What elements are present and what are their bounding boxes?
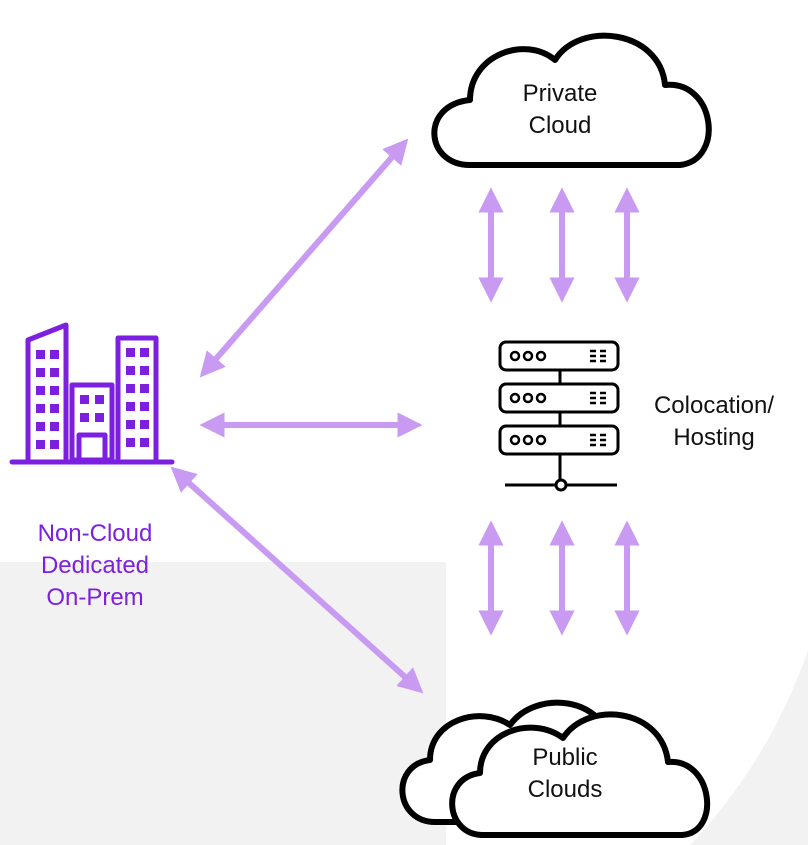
public-clouds-line2: Clouds xyxy=(527,776,603,803)
public-clouds-label: Public Clouds xyxy=(515,742,615,806)
on-prem-label: Non-Cloud Dedicated On-Prem xyxy=(20,518,170,614)
arrow-onprem-public-clouds xyxy=(170,466,424,694)
building-icon xyxy=(9,322,175,465)
background-curve xyxy=(690,650,808,845)
public-clouds-line1: Public xyxy=(532,744,598,771)
private-cloud-line1: Private xyxy=(522,80,598,107)
colocation-line1: Colocation/ xyxy=(653,392,775,419)
on-prem-line1: Non-Cloud xyxy=(37,520,153,547)
multi-cloud-icon xyxy=(399,699,711,838)
connection-arrows xyxy=(170,138,640,694)
arrow-onprem-private-cloud xyxy=(199,138,409,378)
server-rack-icon xyxy=(498,340,620,492)
colocation-label: Colocation/ Hosting xyxy=(634,390,794,454)
private-cloud-label: Private Cloud xyxy=(500,78,620,142)
cloud-icon xyxy=(431,32,712,168)
on-prem-line3: On-Prem xyxy=(46,584,144,611)
on-prem-line2: Dedicated xyxy=(40,552,150,579)
colocation-line2: Hosting xyxy=(673,424,755,451)
private-cloud-line2: Cloud xyxy=(528,112,592,139)
